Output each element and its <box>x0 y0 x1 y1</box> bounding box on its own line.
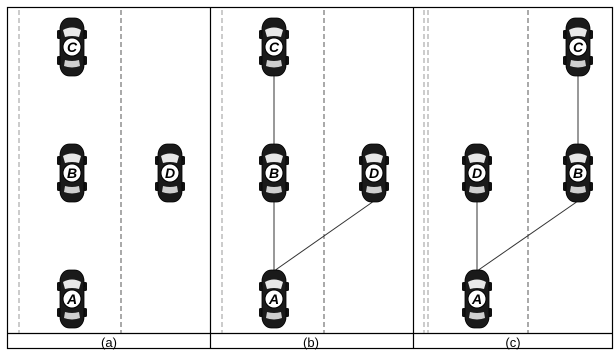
car-rear-window <box>366 186 382 194</box>
car-rear-window <box>64 186 80 194</box>
car-mirror <box>590 161 593 164</box>
car-windshield <box>569 153 587 163</box>
car-label: A <box>471 291 482 307</box>
car-rear-window <box>266 312 282 320</box>
car-a: A <box>462 269 492 329</box>
car-label: A <box>66 291 77 307</box>
car-rear-window <box>469 186 485 194</box>
car-rear-window <box>570 186 586 194</box>
car-mirror <box>84 161 87 164</box>
car-label: C <box>67 39 78 55</box>
car-mirror <box>259 35 262 38</box>
car-mirror <box>84 287 87 290</box>
car-d: D <box>462 143 492 203</box>
car-label: B <box>67 165 77 181</box>
car-label-badge <box>467 289 487 309</box>
car-windshield <box>63 27 81 37</box>
car-mirror <box>286 35 289 38</box>
car-d: D <box>155 143 185 203</box>
car-mirror <box>359 161 362 164</box>
link-a-d <box>273 200 375 272</box>
car-a: A <box>57 269 87 329</box>
car-c: C <box>259 17 289 77</box>
car-rear-window <box>64 60 80 68</box>
car-windshield <box>161 153 179 163</box>
panel-caption: (a) <box>101 335 117 350</box>
car-label: A <box>268 291 279 307</box>
car-label-badge <box>62 289 82 309</box>
car-b: B <box>57 143 87 203</box>
car-mirror <box>84 35 87 38</box>
car-d: D <box>359 143 389 203</box>
car-mirror <box>57 287 60 290</box>
car-c: C <box>57 17 87 77</box>
car-rear-window <box>469 312 485 320</box>
car-label-badge <box>62 163 82 183</box>
car-b: B <box>563 143 593 203</box>
panel-c: (c) <box>423 10 529 350</box>
car-mirror <box>259 287 262 290</box>
car-mirror <box>259 161 262 164</box>
car-windshield <box>468 153 486 163</box>
car-c: C <box>563 17 593 77</box>
car-label-badge <box>62 37 82 57</box>
car-rear-window <box>64 312 80 320</box>
car-label: D <box>369 165 379 181</box>
car-b: B <box>259 143 289 203</box>
panel-a: (a) <box>18 10 122 350</box>
car-mirror <box>286 287 289 290</box>
car-mirror <box>590 35 593 38</box>
car-label: C <box>269 39 280 55</box>
car-label-badge <box>160 163 180 183</box>
car-label-badge <box>264 163 284 183</box>
panel-caption: (b) <box>303 335 319 350</box>
car-windshield <box>468 279 486 289</box>
car-label: D <box>472 165 482 181</box>
car-mirror <box>182 161 185 164</box>
car-mirror <box>563 35 566 38</box>
car-windshield <box>265 27 283 37</box>
car-label: B <box>573 165 583 181</box>
car-label: D <box>165 165 175 181</box>
car-label-badge <box>568 37 588 57</box>
car-windshield <box>365 153 383 163</box>
car-mirror <box>563 161 566 164</box>
connection-links <box>273 75 579 272</box>
car-mirror <box>462 161 465 164</box>
car-label-badge <box>364 163 384 183</box>
car-rear-window <box>266 186 282 194</box>
car-label: B <box>269 165 279 181</box>
figure-frame <box>6 6 614 350</box>
car-label-badge <box>264 289 284 309</box>
car-label-badge <box>568 163 588 183</box>
car-label-badge <box>467 163 487 183</box>
car-rear-window <box>266 60 282 68</box>
car-mirror <box>489 287 492 290</box>
car-windshield <box>569 27 587 37</box>
car-mirror <box>489 161 492 164</box>
car-windshield <box>265 279 283 289</box>
car-mirror <box>57 35 60 38</box>
link-a-b <box>476 200 579 272</box>
car-windshield <box>63 153 81 163</box>
car-mirror <box>57 161 60 164</box>
car-mirror <box>386 161 389 164</box>
car-mirror <box>155 161 158 164</box>
panel-caption: (c) <box>505 335 520 350</box>
car-mirror <box>462 287 465 290</box>
panel-b: (b) <box>221 10 325 350</box>
car-label: C <box>573 39 584 55</box>
car-mirror <box>286 161 289 164</box>
car-rear-window <box>570 60 586 68</box>
car-rear-window <box>162 186 178 194</box>
car-windshield <box>265 153 283 163</box>
car-windshield <box>63 279 81 289</box>
vehicles: C B D A C B D A C D B A <box>57 17 593 329</box>
car-label-badge <box>264 37 284 57</box>
car-a: A <box>259 269 289 329</box>
